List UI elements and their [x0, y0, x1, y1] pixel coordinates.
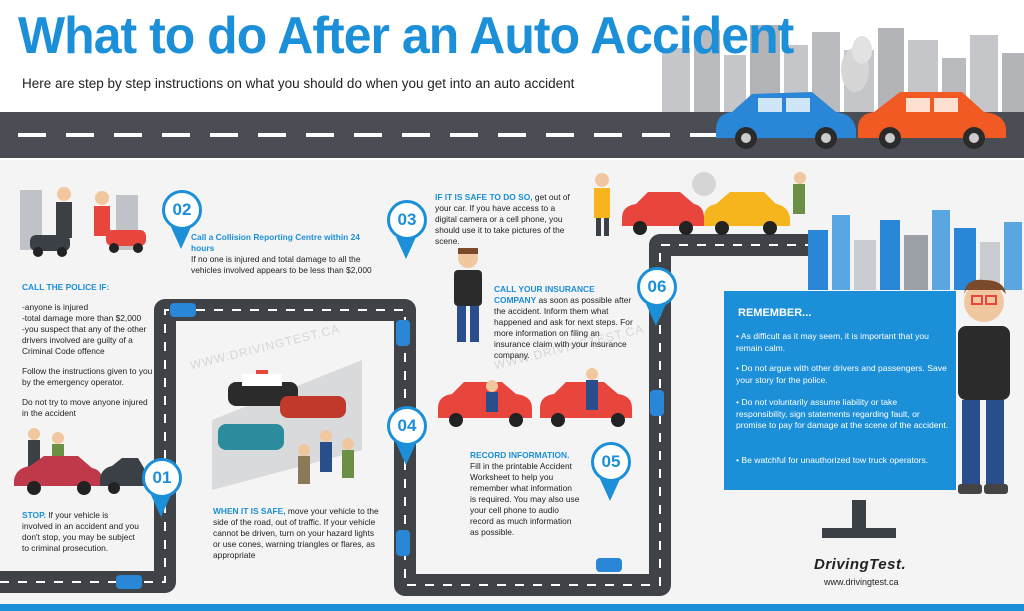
right-skyline-illustration	[808, 210, 1022, 290]
call-police-item: -anyone is injured	[22, 302, 89, 312]
remember-item: • Do not voluntarily assume liability or…	[736, 397, 949, 430]
step-01-body: If your vehicle is involved in an accide…	[22, 510, 139, 553]
step-03-body: get out of your car. If you have access …	[435, 192, 570, 246]
remember-item: • Do not argue with other drivers and pa…	[736, 363, 947, 385]
brand-url[interactable]: www.drivingtest.ca	[824, 577, 899, 587]
step-02-body: If no one is injured and total damage to…	[191, 254, 372, 275]
step-04-body: Fill in the printable Accident Worksheet…	[470, 461, 580, 537]
insurance-heading: CALL YOUR INSURANCE COMPANY	[494, 284, 595, 305]
when-safe-body: move your vehicle to the side of the roa…	[213, 506, 379, 560]
collision-cars-illustration	[716, 92, 1006, 149]
step-03-heading: IF IT IS SAFE TO DO SO,	[435, 192, 533, 202]
record-info-illustration	[438, 368, 632, 427]
step-02-pin-tail	[171, 227, 191, 249]
remember-title: REMEMBER...	[738, 307, 812, 319]
step-01-heading: STOP.	[22, 510, 46, 520]
stop-accident-illustration	[14, 428, 144, 495]
page-title: What to do After an Auto Accident	[18, 7, 794, 65]
sign-base	[822, 528, 896, 538]
remember-item: • Be watchful for unauthorized tow truck…	[736, 455, 929, 465]
police-scene-illustration	[212, 360, 362, 490]
step-02-text: Call a Collision Reporting Centre within…	[191, 232, 383, 276]
thinking-man-illustration	[958, 279, 1010, 494]
step-04-text: RECORD INFORMATION. Fill in the printabl…	[470, 450, 580, 538]
remember-panel: REMEMBER... • As difficult as it may see…	[724, 291, 956, 490]
when-safe-text: WHEN IT IS SAFE, move your vehicle to th…	[213, 506, 381, 561]
follow-instructions-text: Follow the instructions given to you by …	[22, 366, 153, 387]
step-05-pin: 05	[591, 442, 631, 482]
step-05-pin-tail	[600, 479, 620, 501]
page-subtitle: Here are step by step instructions on wh…	[22, 76, 575, 91]
step-01-pin-tail	[151, 495, 171, 517]
step-04-pin: 04	[387, 406, 427, 446]
sign-post	[852, 500, 866, 530]
bottom-strip	[0, 604, 1024, 611]
step-04-heading: RECORD INFORMATION.	[470, 450, 570, 460]
step-03-text: IF IT IS SAFE TO DO SO, get out of your …	[435, 192, 575, 247]
insurance-body: as soon as possible after the accident. …	[494, 295, 633, 360]
call-police-section: CALL THE POLICE IF: -anyone is injured -…	[22, 282, 154, 419]
step-03-pin: 03	[387, 200, 427, 240]
brand-logo: DrivingTest.	[814, 556, 907, 573]
step-01-text: STOP. If your vehicle is involved in an …	[22, 510, 140, 554]
insurance-text: CALL YOUR INSURANCE COMPANY as soon as p…	[494, 284, 634, 361]
step-02-heading: Call a Collision Reporting Centre within…	[191, 232, 360, 253]
step-02-pin: 02	[162, 190, 202, 230]
step-06-pin: 06	[637, 267, 677, 307]
people-calling-illustration	[20, 187, 146, 257]
step-06-pin-tail	[646, 304, 666, 326]
man-on-phone-illustration	[454, 248, 482, 342]
do-not-move-text: Do not try to move anyone injured in the…	[22, 397, 148, 418]
when-safe-heading: WHEN IT IS SAFE,	[213, 506, 286, 516]
call-police-item: -total damage more than $2,000	[22, 313, 142, 323]
step-04-pin-tail	[396, 443, 416, 465]
remember-item: • As difficult as it may seem, it is imp…	[736, 331, 929, 353]
call-police-heading: CALL THE POLICE IF:	[22, 282, 110, 292]
step-03-pin-tail	[396, 237, 416, 259]
call-police-item: -you suspect that any of the other drive…	[22, 324, 147, 356]
step-01-pin: 01	[142, 458, 182, 498]
photo-scene-illustration	[594, 172, 806, 236]
